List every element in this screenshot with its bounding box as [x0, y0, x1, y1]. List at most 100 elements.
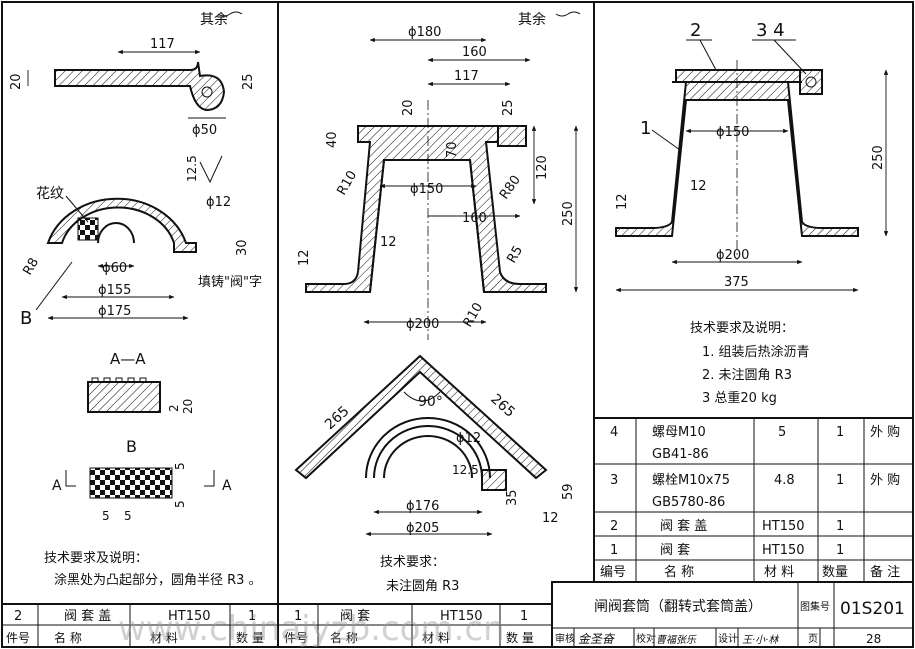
tech-title-middle: 技术要求：: [380, 555, 445, 570]
callout-1: 1: [640, 118, 651, 139]
dim-B-5a: 5: [173, 462, 187, 470]
parts-row-1-name: 阀 套: [660, 542, 690, 558]
roughness-symbol-left: [217, 11, 243, 17]
left-row-material: HT150: [168, 609, 211, 624]
sleeve-section: [305, 125, 547, 293]
dim-phi200-mid: ϕ200: [406, 317, 439, 332]
middle-row-name: 阀 套: [340, 608, 370, 624]
sleeve-plan-flange: [294, 354, 548, 480]
parts-row-2-name: 阀 套 盖: [660, 518, 707, 534]
callout-3-4: 3 4: [756, 20, 785, 41]
tech-text-left: 涂黑处为凸起部分，圆角半径 R3 。: [54, 572, 262, 588]
dim-phi180: ϕ180: [408, 25, 441, 40]
title-block: 闸阀套筒（翻转式套筒盖） 图集号 01S201 审核 金圣奋 校对 曹福张乐 设…: [551, 581, 914, 648]
parts-row-4-no: 4: [610, 425, 618, 440]
parts-row-3-qty: 1: [836, 473, 844, 488]
dim-12-right-wall: 12: [690, 179, 707, 194]
sleeve-lug: [497, 125, 527, 147]
dim-12-flange: 12: [297, 249, 312, 266]
dim-12-right-flange: 12: [615, 193, 630, 210]
section-AA-shape: [87, 381, 161, 413]
label-view-B: B: [20, 308, 32, 329]
dim-250-mid: 250: [561, 201, 576, 226]
review-signature: 金圣奋: [578, 632, 616, 646]
section-AA-ribs: [91, 377, 147, 382]
callout-34-leader: [773, 39, 807, 75]
page-label: 页: [808, 633, 818, 645]
cover-side-section: [54, 61, 226, 112]
parts-row-3-note: 外 购: [870, 472, 900, 488]
view-B-title: B: [126, 437, 137, 456]
dim-phi60: ϕ60: [102, 261, 127, 276]
cover-plan-inner-arc: [97, 222, 135, 244]
dim-B-5c: 5: [102, 509, 110, 523]
knurl-leader: [65, 195, 89, 223]
left-header-material: 材 料: [150, 631, 178, 645]
parts-row-2-no: 2: [610, 519, 618, 534]
parts-row-4-note: 外 购: [870, 424, 900, 440]
tech-title-left: 技术要求及说明：: [44, 551, 148, 566]
dim-90deg: 90°: [418, 394, 443, 410]
dim-R5: R5: [504, 244, 526, 266]
middle-header-qty: 数 量: [506, 630, 534, 645]
dim-59: 59: [561, 483, 576, 500]
roughness-value: 12.5: [185, 155, 199, 182]
dim-phi175: ϕ175: [98, 304, 131, 319]
dim-25-mid: 25: [501, 99, 516, 116]
dim-117: 117: [150, 37, 175, 52]
sleeve-bore: [369, 159, 485, 293]
angle-arc: [403, 391, 441, 402]
parts-table: 4 螺母M10 GB41-86 5 1 外 购 3 螺栓M10x75 GB578…: [594, 417, 913, 583]
middle-panel: 其余 ϕ180 160 117 20 25 40 70 120 250 R10 …: [278, 11, 581, 647]
dim-R8: R8: [20, 256, 42, 278]
parts-row-4-qty: 1: [836, 425, 844, 440]
tech-item-2: 2. 未注圆角 R3: [702, 368, 792, 383]
parts-header-name: 名 称: [664, 564, 694, 580]
dim-20: 20: [9, 73, 24, 90]
parts-header-qty: 数量: [822, 565, 848, 580]
dim-375: 375: [724, 275, 749, 290]
dim-phi155: ϕ155: [98, 283, 131, 298]
dim-phi50: ϕ50: [192, 123, 217, 138]
parts-row-2-qty: 1: [836, 519, 844, 534]
atlas-number: 01S201: [840, 599, 905, 619]
parts-row-4-name2: GB41-86: [652, 447, 709, 462]
sleeve-plan-lug: [481, 469, 507, 491]
parts-row-1-no: 1: [610, 543, 618, 558]
left-row-name: 阀 套 盖: [64, 608, 111, 624]
assembly-cover: [675, 69, 801, 83]
dim-30: 30: [235, 239, 250, 256]
tech-title-right: 技术要求及说明：: [690, 321, 794, 336]
section-AA-title: A—A: [110, 350, 146, 368]
assembly-lug: [799, 69, 823, 95]
dim-R80: R80: [497, 173, 524, 203]
watermark: www.chinajyzb.com.cn: [118, 609, 505, 649]
dim-25: 25: [241, 73, 256, 90]
dim-70: 70: [445, 141, 460, 158]
dim-265-right: 265: [487, 391, 518, 421]
dim-phi12-left: ϕ12: [206, 195, 231, 210]
view-B-leader: [35, 261, 73, 311]
dim-12-plan: 12: [542, 511, 559, 526]
dim-AA-20: 20: [181, 399, 195, 414]
drawing-title: 闸阀套筒（翻转式套筒盖）: [594, 598, 762, 615]
callout-2-leader: [699, 39, 717, 71]
design-label: 设计: [718, 632, 738, 645]
left-header-qty: 数 量: [236, 630, 264, 645]
check-label: 校对: [636, 632, 656, 645]
dim-phi176: ϕ176: [406, 499, 439, 514]
dim-250-right: 250: [871, 145, 886, 170]
dim-12-5-plan: 12.5: [452, 463, 479, 477]
right-panel: 2 3 4 1 ϕ150 250 12 12 ϕ200 375 技术要求及说明：…: [594, 20, 913, 583]
middle-row-no: 1: [294, 609, 302, 624]
parts-header-note: 备 注: [870, 564, 900, 580]
parts-row-2-material: HT150: [762, 519, 805, 534]
dim-B-5b: 5: [173, 500, 187, 508]
parts-row-3-no: 3: [610, 473, 618, 488]
sleeve-plan-arc-outer: [365, 417, 491, 479]
label-cast-char: 填铸"阀"字: [198, 274, 262, 290]
dim-35: 35: [505, 489, 520, 506]
design-signature: 王·小·林: [742, 634, 779, 646]
